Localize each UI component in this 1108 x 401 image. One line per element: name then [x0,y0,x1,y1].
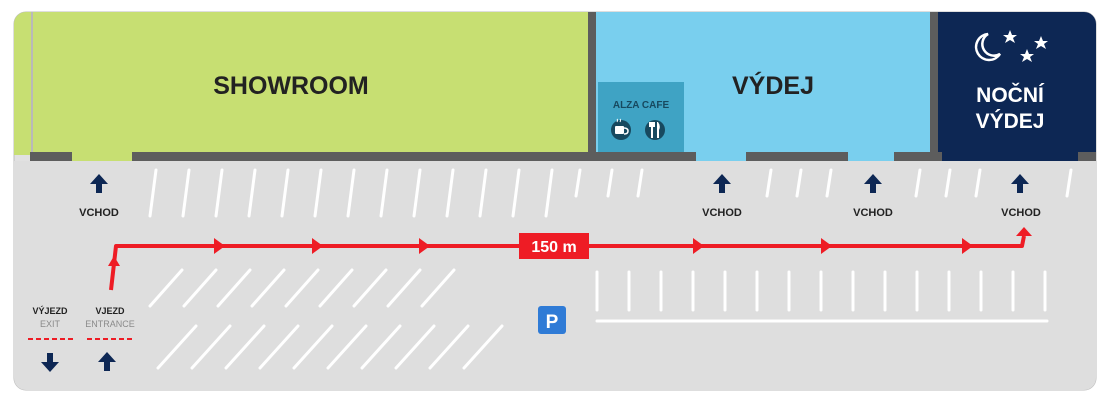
facade [598,152,696,161]
entrance-label: VCHOD [79,207,119,219]
route-direction-arrow [419,238,430,254]
facade [1078,152,1096,161]
entrance-label: VCHOD [702,207,742,219]
facade [30,152,72,161]
showroom-area [14,12,590,155]
facade [894,152,942,161]
nocni-vydej-area [936,12,1096,155]
showroom-label: SHOWROOM [213,72,369,100]
parking-spaces-diagonal [148,268,504,370]
exit-label-en: EXIT [40,319,61,329]
route-end-arrow [1016,227,1032,236]
entrance-label-en: ENTRANCE [85,319,135,329]
route-direction-arrow [312,238,323,254]
arrow-up-icon [864,174,882,193]
facade [132,152,598,161]
entrance-gap [848,152,894,161]
alza-cafe-area [598,82,684,152]
parking-spaces-right [595,270,1049,323]
alza-cafe-label: ALZA CAFE [613,100,670,111]
facade [942,152,994,161]
parking-spaces-top [148,168,1073,218]
arrow-up-icon [713,174,731,193]
route-start-arrow [108,256,120,266]
parking-icon [538,306,566,334]
route-direction-arrow [214,238,225,254]
parking-sign-label: P [546,312,559,333]
entrance-gap [994,152,1042,161]
coffee-cup-icon [611,118,631,140]
cutlery-icon [645,120,665,140]
vydej-label: VÝDEJ [732,70,814,100]
arrow-up-icon [90,174,108,193]
facade [1042,152,1078,161]
route-direction-arrow [962,238,973,254]
entrance-label: VCHOD [853,207,893,219]
arrow-up-icon [1011,174,1029,193]
distance-badge [519,233,589,259]
facade [746,152,848,161]
entrance-gap [696,152,746,161]
route-direction-arrow [821,238,832,254]
distance-label: 150 m [531,239,576,256]
nocni-vydej-label-line1: NOČNÍ [976,83,1045,107]
entrance-label-cz: VJEZD [95,306,125,316]
arrow-up-icon [98,352,116,371]
moon-icon [974,32,1002,62]
exit-label-cz: VÝJEZD [32,305,68,316]
entrance-label: VCHOD [1001,207,1041,219]
route-direction-arrow [693,238,704,254]
nocni-vydej-label-line2: VÝDEJ [976,109,1045,133]
star-icon [1003,30,1048,62]
arrow-down-icon [41,353,59,372]
entrance-gap [72,152,132,161]
